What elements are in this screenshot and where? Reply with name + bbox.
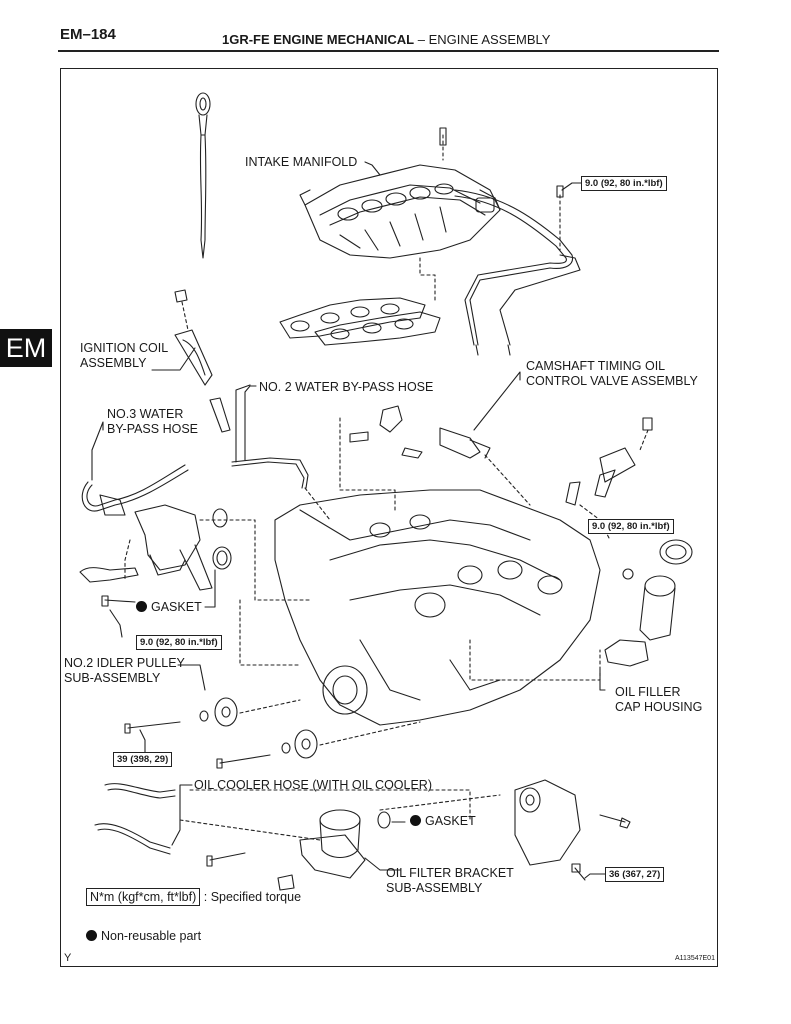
label-oil-filter-line2: SUB-ASSEMBLY xyxy=(386,881,483,895)
intake-manifold-drawing xyxy=(299,127,501,259)
oil-filter-bracket xyxy=(206,809,391,891)
label-no2-idler-line2: SUB-ASSEMBLY xyxy=(64,671,161,685)
label-ignition-coil-line2: ASSEMBLY xyxy=(80,356,147,370)
label-oil-filter-line1: OIL FILTER BRACKET xyxy=(386,866,514,880)
torque-spec-water-inlet: 9.0 (92, 80 in.*lbf) xyxy=(136,635,222,650)
ignition-coil-left xyxy=(174,289,231,433)
torque-spec-bracket: 36 (367, 27) xyxy=(605,867,665,882)
label-oil-cooler-hose: OIL COOLER HOSE (WITH OIL COOLER) xyxy=(194,778,432,792)
section-subtitle: – ENGINE ASSEMBLY xyxy=(417,32,551,47)
engine-block xyxy=(274,489,601,726)
label-oil-filler-line1: OIL FILLER xyxy=(615,685,681,699)
label-camshaft-line2: CONTROL VALVE ASSEMBLY xyxy=(526,374,698,388)
water-inlet-housing xyxy=(79,504,232,607)
torque-spec-oil-filler: 9.0 (92, 80 in.*lbf) xyxy=(588,519,674,534)
alternator-bracket xyxy=(514,779,631,881)
section-header: 1GR-FE ENGINE MECHANICAL – ENGINE ASSEMB… xyxy=(222,32,550,47)
legend-nonreusable: Non-reusable part xyxy=(86,929,201,944)
footer-mark: Y xyxy=(64,952,72,964)
header-rule xyxy=(58,50,719,52)
gasket-upper-text: GASKET xyxy=(151,600,202,614)
leader-lines xyxy=(91,161,607,879)
label-gasket-upper: GASKET xyxy=(136,600,202,615)
section-title: 1GR-FE ENGINE MECHANICAL xyxy=(222,32,415,47)
label-intake-manifold: INTAKE MANIFOLD xyxy=(245,155,358,169)
label-no3-water-line2: BY-PASS HOSE xyxy=(107,422,199,436)
oil-cooler-hose xyxy=(94,783,176,855)
torque-spec-idler: 39 (398, 29) xyxy=(113,752,173,767)
nonreusable-bullet-icon xyxy=(136,601,147,612)
label-ignition-coil-line1: IGNITION COIL xyxy=(80,341,169,355)
oil-level-gauge xyxy=(195,92,211,259)
figure-id: A113547E01 xyxy=(675,955,715,962)
legend-nonreusable-text: Non-reusable part xyxy=(101,929,202,943)
label-gasket-lower: GASKET xyxy=(410,814,476,829)
nonreusable-bullet-icon xyxy=(410,815,421,826)
label-no2-water-bypass-hose: NO. 2 WATER BY-PASS HOSE xyxy=(259,380,434,394)
legend-torque-desc: : Specified torque xyxy=(203,890,302,904)
intake-gaskets xyxy=(279,297,441,346)
alignment-lines xyxy=(124,257,611,841)
nonreusable-legend-icon xyxy=(86,930,97,941)
page-number: EM–184 xyxy=(60,26,116,43)
legend-torque-box: N*m (kgf*cm, ft*lbf) xyxy=(86,888,201,906)
label-no2-idler-line1: NO.2 IDLER PULLEY xyxy=(64,656,185,670)
no2-water-bypass-hose xyxy=(231,384,309,489)
torque-spec-intake: 9.0 (92, 80 in.*lbf) xyxy=(581,176,667,191)
no3-water-bypass-hose xyxy=(81,464,189,516)
oil-filler-housing xyxy=(604,539,693,667)
label-camshaft-line1: CAMSHAFT TIMING OIL xyxy=(526,359,666,373)
section-tab: EM xyxy=(0,329,52,367)
legend-torque: N*m (kgf*cm, ft*lbf) : Specified torque xyxy=(86,888,302,906)
ignition-coil-right xyxy=(565,417,653,506)
label-oil-filler-line2: CAP HOUSING xyxy=(615,700,703,714)
diagram-frame xyxy=(60,68,718,967)
gasket-lower-text: GASKET xyxy=(425,814,476,828)
label-no3-water-line1: NO.3 WATER xyxy=(107,407,184,421)
bypass-joint xyxy=(349,405,403,443)
idler-pulleys xyxy=(124,697,318,769)
camshaft-timing-valve xyxy=(401,427,491,459)
intake-tubes xyxy=(454,185,581,356)
